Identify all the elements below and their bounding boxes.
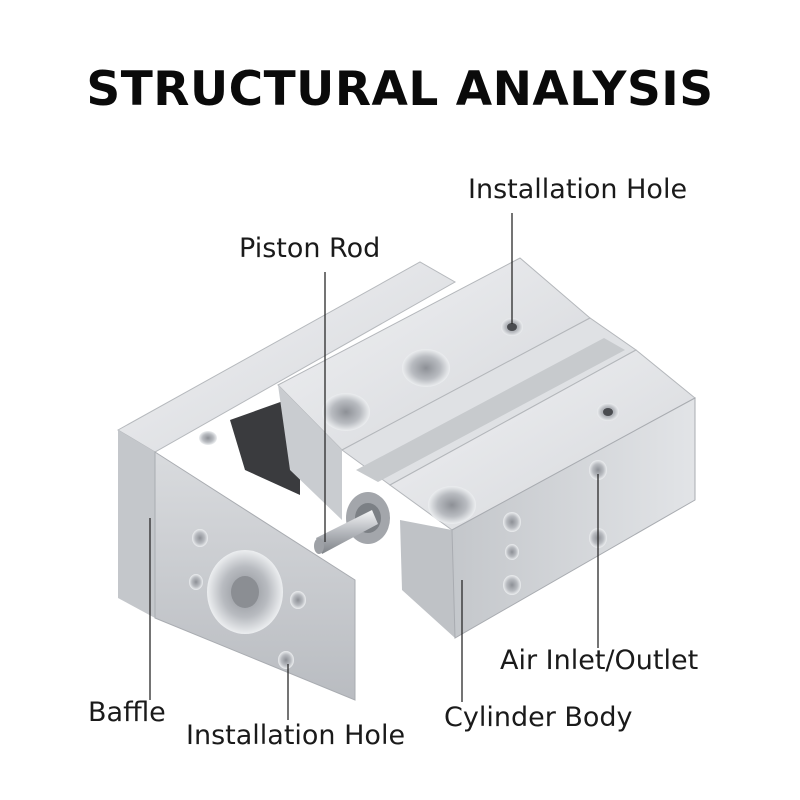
- label-air-inlet-outlet: Air Inlet/Outlet: [500, 645, 699, 676]
- label-cylinder-body: Cylinder Body: [444, 702, 633, 733]
- baffle-installation-hole: [278, 651, 294, 669]
- baffle-plate: [116, 261, 457, 701]
- leader-lines: [149, 213, 599, 720]
- label-installation-hole-bottom: Installation Hole: [186, 720, 406, 751]
- label-baffle: Baffle: [88, 697, 166, 728]
- piston-rod: [314, 510, 378, 554]
- label-piston-rod: Piston Rod: [239, 233, 381, 264]
- inner-recess: [230, 395, 300, 495]
- air-port-upper: [589, 460, 607, 480]
- label-installation-hole-top: Installation Hole: [468, 174, 688, 205]
- page-title: STRUCTURAL ANALYSIS: [86, 62, 714, 117]
